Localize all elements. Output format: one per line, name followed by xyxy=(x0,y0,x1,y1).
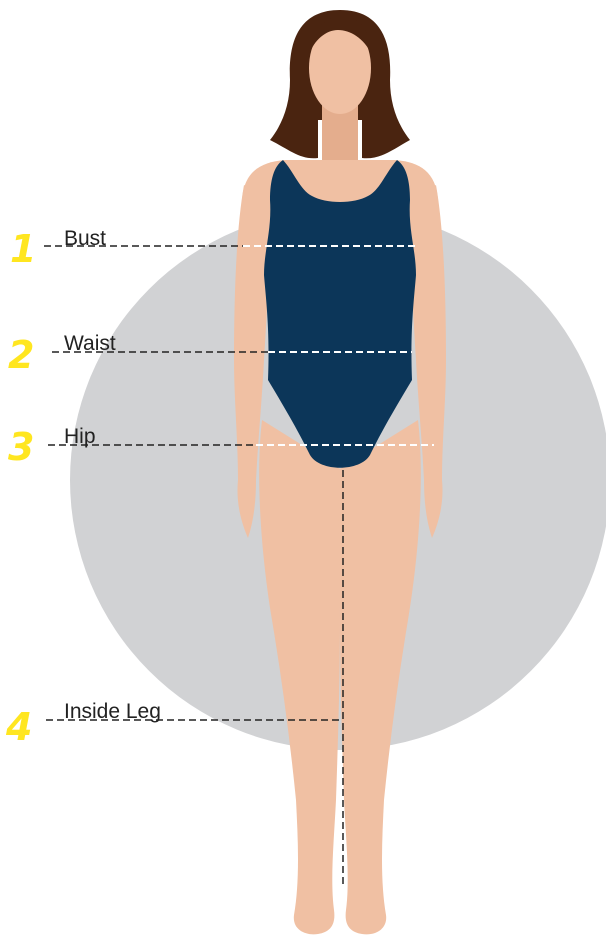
number-four-icon: 4 xyxy=(5,705,32,749)
hip-label: Hip xyxy=(64,425,96,448)
number-three-icon: 3 xyxy=(8,425,34,469)
number-one-icon: 1 xyxy=(10,227,36,271)
bust-label: Bust xyxy=(64,227,106,250)
inside-leg-label: Inside Leg xyxy=(64,700,161,723)
figure xyxy=(234,10,446,934)
waist-label: Waist xyxy=(64,332,116,355)
number-two-icon: 2 xyxy=(8,333,34,377)
